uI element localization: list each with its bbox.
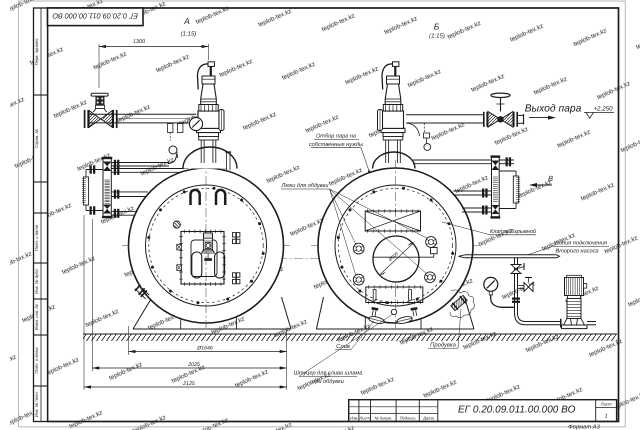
- svg-text:Подп. и дата: Подп. и дата: [34, 224, 39, 251]
- svg-text:Б: Б: [434, 22, 440, 32]
- svg-text:Лист: Лист: [600, 402, 612, 407]
- svg-text:Инв. № подл.: Инв. № подл.: [34, 391, 39, 417]
- svg-text:Подпись: Подпись: [400, 416, 416, 421]
- svg-text:Взам. инв. №: Взам. инв. №: [34, 304, 39, 330]
- svg-text:ЕГ 0.20.09.011.00.000 ВО: ЕГ 0.20.09.011.00.000 ВО: [458, 405, 576, 416]
- svg-text:В: В: [548, 174, 553, 183]
- svg-text:Формат А3: Формат А3: [568, 423, 600, 430]
- svg-text:Дата: Дата: [422, 416, 434, 421]
- svg-text:Линия подключения: Линия подключения: [554, 240, 607, 247]
- svg-text:Люки для обдувки: Люки для обдувки: [281, 182, 329, 189]
- svg-text:собственные нужды: собственные нужды: [309, 141, 363, 148]
- svg-text:Продувка: Продувка: [430, 342, 456, 349]
- svg-text:Подп. и дата: Подп. и дата: [34, 347, 39, 374]
- svg-text:Перв. примен.: Перв. примен.: [34, 38, 39, 66]
- svg-text:Второго насоса: Второго насоса: [555, 249, 598, 255]
- svg-text:Изм: Изм: [350, 416, 358, 421]
- svg-text:Слив: Слив: [336, 343, 350, 350]
- svg-text:Отбор пара на: Отбор пара на: [316, 133, 356, 140]
- svg-text:Клапан Взрывной: Клапан Взрывной: [490, 228, 536, 235]
- svg-text:Справ. №: Справ. №: [34, 129, 39, 148]
- svg-text:ЕГ 0.20.09.011.00.000 ВО: ЕГ 0.20.09.011.00.000 ВО: [52, 12, 138, 21]
- svg-text:при обдувки: при обдувки: [312, 378, 344, 385]
- svg-text:Лист: Лист: [359, 416, 371, 421]
- svg-text:Выход пара: Выход пара: [525, 104, 582, 115]
- svg-text:1300: 1300: [133, 39, 146, 45]
- svg-text:2025: 2025: [187, 362, 200, 368]
- svg-text:1: 1: [605, 414, 608, 420]
- svg-text:+2,250: +2,250: [593, 105, 613, 112]
- svg-text:2125: 2125: [182, 381, 195, 387]
- svg-text:(1:15): (1:15): [181, 31, 197, 38]
- svg-text:Ø1646: Ø1646: [196, 345, 213, 351]
- svg-text:Инв. № дубл.: Инв. № дубл.: [34, 268, 39, 294]
- svg-text:№ докум.: № докум.: [374, 416, 392, 421]
- svg-text:А: А: [183, 16, 190, 26]
- svg-text:(1:15): (1:15): [429, 33, 445, 40]
- svg-text:Штуцер для слива шлама: Штуцер для слива шлама: [294, 370, 363, 377]
